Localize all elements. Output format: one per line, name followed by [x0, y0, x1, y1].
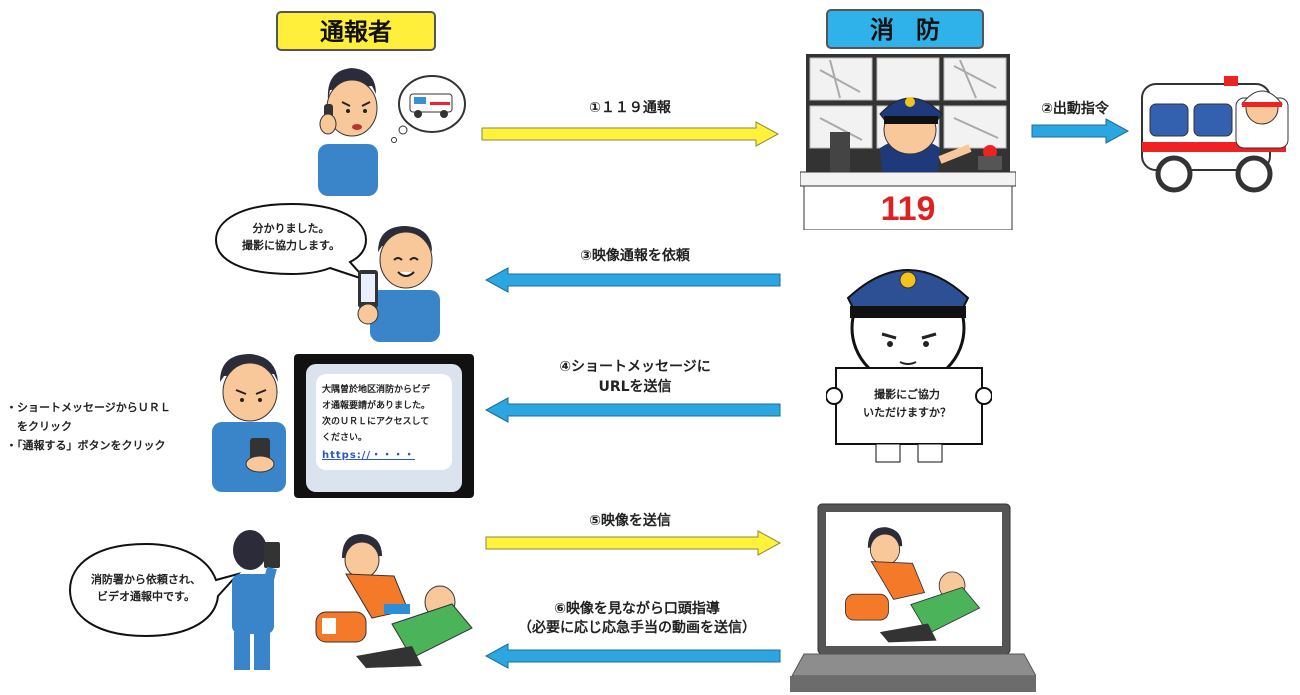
man-filming-illustration [232, 530, 280, 670]
step1-label: ①１１９通報 [589, 100, 671, 116]
instruction-line-1: ・ショートメッセージからＵＲＬ [6, 401, 171, 414]
sign-text: 撮影にご協力 いただけますか？ [842, 386, 972, 422]
step4-label: ④ショートメッセージに URLを送信 [520, 356, 750, 396]
instruction-line-2: をクリック [6, 420, 72, 433]
sms-line-3: 次のＵＲＬにアクセスして [322, 417, 430, 427]
arrow-119-call [481, 121, 780, 147]
wheel-icon [1155, 155, 1193, 193]
cpr-scene-illustration [315, 534, 473, 668]
sign-board [835, 367, 983, 445]
wheel-icon [1235, 155, 1273, 193]
sms-line-2: オ通報要請がありました。 [322, 401, 431, 411]
caller-illustration [318, 68, 466, 196]
sending-bubble-text: 消防署から依頼され、 ビデオ通報中です。 [76, 571, 216, 605]
dispatch-119-sign: 119 [881, 190, 936, 228]
agree-bubble-text: 分かりました。 撮影に協力します。 [226, 220, 356, 254]
step6-label: ⑥映像を見ながら口頭指導 （必要に応じ応急手当の動画を送信） [482, 600, 792, 638]
step3-label: ③映像通報を依頼 [580, 248, 690, 264]
phone-screen-frame: 大隅曽於地区消防からビデ オ通報要請がありました。 次のＵＲＬにアクセスして く… [294, 354, 474, 498]
sms-line-4: ください。 [322, 433, 368, 443]
step6-line-1: ⑥映像を見ながら口頭指導 [554, 601, 720, 617]
dispatch-center-illustration: 119 [800, 54, 1016, 230]
fire-department-header: 消防 [826, 9, 984, 49]
sending-line-1: 消防署から依頼され、 [90, 573, 202, 586]
sms-message-card: 大隅曽於地区消防からビデ オ通報要請がありました。 次のＵＲＬにアクセスして く… [316, 374, 452, 470]
man-reading-phone-illustration [212, 354, 286, 492]
step2-label: ②出動指令 [1041, 101, 1109, 117]
smartphone-icon [264, 542, 280, 568]
laptop-illustration [790, 503, 1036, 692]
arrow-request-video [484, 267, 781, 293]
instruction-line-3: ・「通報する」ボタンをクリック [6, 439, 166, 452]
sms-url-link[interactable]: https://・・・・ [322, 450, 416, 461]
officer-with-sign-illustration [826, 269, 992, 463]
arrow-send-url [484, 397, 781, 423]
reporter-header: 通報者 [276, 11, 436, 51]
arrow-send-video [485, 530, 782, 556]
sign-line-1: 撮影にご協力 [874, 388, 940, 401]
side-instructions: ・ショートメッセージからＵＲＬ をクリック ・「通報する」ボタンをクリック [6, 398, 171, 455]
arrow-dispatch-order [1031, 118, 1130, 144]
sms-line-1: 大隅曽於地区消防からビデ [322, 385, 431, 395]
speech-bubble-sending [68, 542, 242, 638]
sign-line-2: いただけますか？ [863, 406, 951, 419]
smiling-man-illustration [357, 226, 440, 342]
step4-line-1: ④ショートメッセージに [559, 359, 711, 375]
sending-line-2: ビデオ通報中です。 [97, 590, 195, 603]
arrow-verbal-guidance [484, 643, 781, 669]
agree-line-2: 撮影に協力します。 [242, 239, 340, 252]
speech-bubble-agree [214, 202, 370, 283]
step6-line-2: （必要に応じ応急手当の動画を送信） [518, 620, 756, 636]
step5-label: ⑤映像を送信 [589, 513, 671, 529]
ambulance-illustration [1141, 76, 1289, 193]
agree-line-1: 分かりました。 [252, 222, 330, 235]
step4-line-2: URLを送信 [598, 379, 672, 395]
